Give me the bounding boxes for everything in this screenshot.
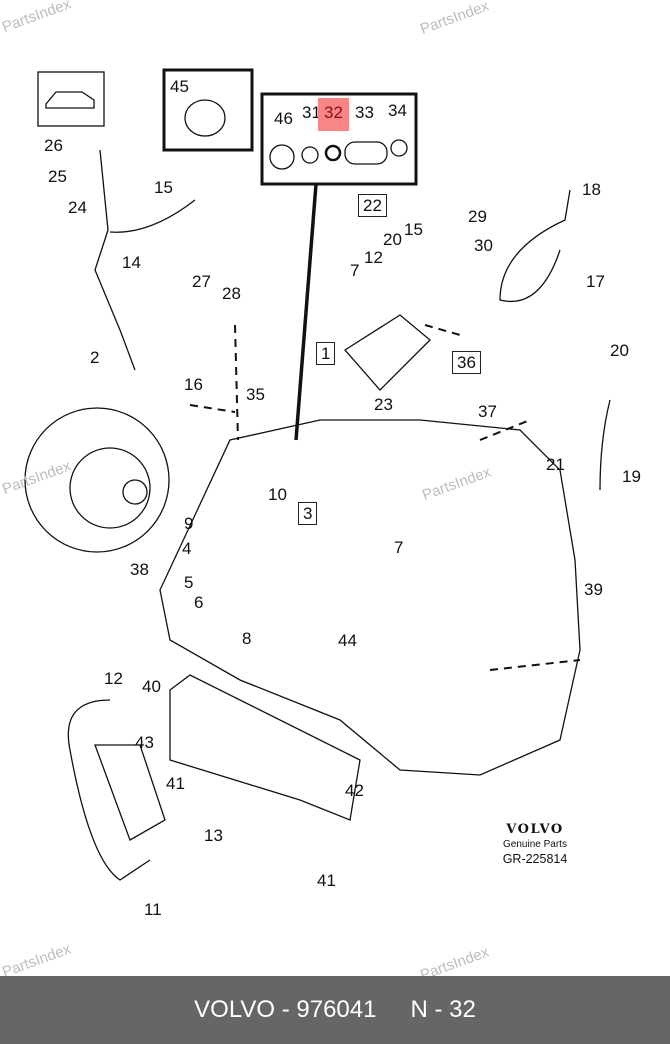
callout-42[interactable]: 42: [345, 781, 364, 800]
diagram-position: N - 32: [410, 996, 476, 1023]
callout-20b[interactable]: 20: [610, 341, 629, 360]
callout-27[interactable]: 27: [192, 272, 211, 291]
callout-19[interactable]: 19: [622, 467, 641, 486]
callout-7b[interactable]: 7: [394, 538, 404, 557]
transmission-drawing: [24, 68, 611, 881]
diagram-reference: GR-225814: [502, 852, 568, 866]
callout-16[interactable]: 16: [184, 375, 203, 394]
car-thumbnail-box: [37, 71, 105, 127]
part-info-bar: VOLVO - 976041 N - 32: [0, 976, 670, 1044]
callout-40[interactable]: 40: [142, 677, 161, 696]
callout-26[interactable]: 26: [44, 136, 63, 155]
callout-44[interactable]: 44: [338, 631, 357, 650]
car-icon: [45, 91, 95, 109]
transmission-housing: [159, 419, 581, 776]
callout-21[interactable]: 21: [546, 455, 565, 474]
callout-29[interactable]: 29: [468, 207, 487, 226]
callout-2[interactable]: 2: [90, 348, 100, 367]
volvo-logo: VOLVO: [506, 822, 564, 837]
callout-37[interactable]: 37: [478, 402, 497, 421]
callout-18[interactable]: 18: [582, 180, 601, 199]
callout-4[interactable]: 4: [182, 539, 192, 558]
callout-12b[interactable]: 12: [104, 669, 123, 688]
volvo-genuine-parts-badge: VOLVO Genuine Parts GR-225814: [498, 822, 572, 866]
callout-39[interactable]: 39: [584, 580, 603, 599]
callout-41b[interactable]: 41: [317, 871, 336, 890]
callout-20[interactable]: 20: [383, 230, 402, 249]
inset-45-box: [162, 68, 254, 152]
callout-17[interactable]: 17: [586, 272, 605, 291]
callout-38[interactable]: 38: [130, 560, 149, 579]
torque-converter: [24, 407, 170, 553]
callout-35[interactable]: 35: [246, 385, 265, 404]
parts-diagram: PartsIndex PartsIndex PartsIndex PartsIn…: [0, 0, 641, 984]
callout-25[interactable]: 25: [48, 167, 67, 186]
control-module: [344, 314, 431, 391]
callout-8[interactable]: 8: [242, 629, 252, 648]
callout-13[interactable]: 13: [204, 826, 223, 845]
callout-30[interactable]: 30: [474, 236, 493, 255]
callout-28[interactable]: 28: [222, 284, 241, 303]
callout-41[interactable]: 41: [166, 774, 185, 793]
part-number: VOLVO - 976041: [194, 996, 377, 1023]
genuine-parts-text: Genuine Parts: [503, 839, 567, 850]
callout-33[interactable]: 33: [355, 103, 374, 122]
callout-31[interactable]: 31: [302, 103, 321, 122]
callout-43[interactable]: 43: [135, 733, 154, 752]
callout-24[interactable]: 24: [68, 198, 87, 217]
callout-22[interactable]: 22: [358, 194, 387, 217]
filter-43: [94, 744, 166, 841]
callout-6[interactable]: 6: [194, 593, 204, 612]
callout-3[interactable]: 3: [298, 502, 318, 525]
oil-pan: [169, 674, 361, 821]
callout-46[interactable]: 46: [274, 109, 293, 128]
callout-7[interactable]: 7: [350, 261, 360, 280]
callout-5[interactable]: 5: [184, 573, 194, 592]
callout-15[interactable]: 15: [154, 178, 173, 197]
callout-12[interactable]: 12: [364, 248, 383, 267]
callout-14[interactable]: 14: [122, 253, 141, 272]
callout-34[interactable]: 34: [388, 101, 407, 120]
inset-seal-kit-box: [260, 92, 418, 186]
callout-11[interactable]: 11: [144, 900, 162, 919]
callout-23[interactable]: 23: [374, 395, 393, 414]
callout-15b[interactable]: 15: [404, 220, 423, 239]
callout-10[interactable]: 10: [268, 485, 287, 504]
callout-45[interactable]: 45: [170, 77, 189, 96]
callout-32-highlighted[interactable]: 32: [318, 98, 349, 131]
callout-9[interactable]: 9: [184, 514, 194, 533]
plug-45: [184, 99, 226, 137]
callout-36[interactable]: 36: [452, 351, 481, 374]
callout-1[interactable]: 1: [316, 342, 336, 365]
